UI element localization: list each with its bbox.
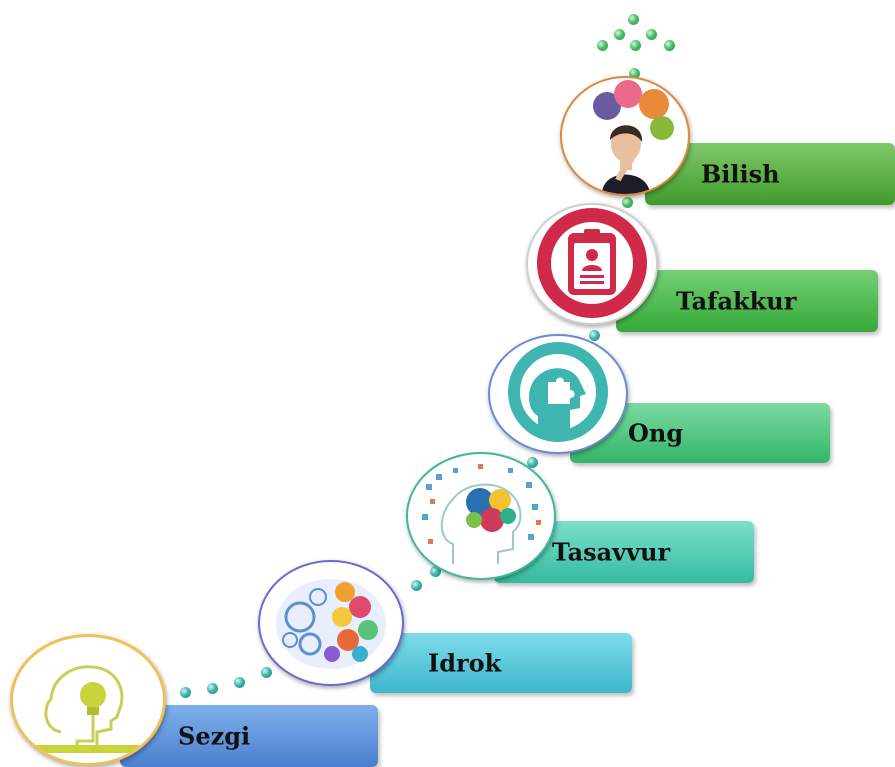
colorful-brain-icon [258,560,404,686]
connector-dot [628,14,639,25]
step-label: Tasavvur [552,537,671,567]
connector-dot [664,40,675,51]
step-bar-idrok: Idrok [370,633,632,693]
connector-dot [180,687,191,698]
connector-dot [589,330,600,341]
connector-dot [630,40,641,51]
step-label: Tafakkur [676,286,797,316]
connector-dot [411,580,422,591]
head-puzzle-icon [488,334,628,454]
connector-dot [597,40,608,51]
step-label: Sezgi [178,721,251,751]
connector-dot [234,677,245,688]
connector-dot [614,29,625,40]
brain-ideas-icon [406,452,556,580]
connector-dot [629,68,640,79]
connector-dot [527,457,538,468]
connector-dot [646,29,657,40]
step-bar-tafakkur: Tafakkur [616,270,878,332]
connector-dot [261,667,272,678]
step-label: Bilish [701,159,780,189]
connector-dot [622,197,633,208]
step-label: Idrok [428,648,502,678]
thinking-woman-icon [560,76,690,196]
id-badge-icon [526,203,658,325]
step-label: Ong [628,418,684,448]
connector-dot [207,683,218,694]
head-lightbulb-icon [10,634,166,766]
connector-dot [430,566,441,577]
